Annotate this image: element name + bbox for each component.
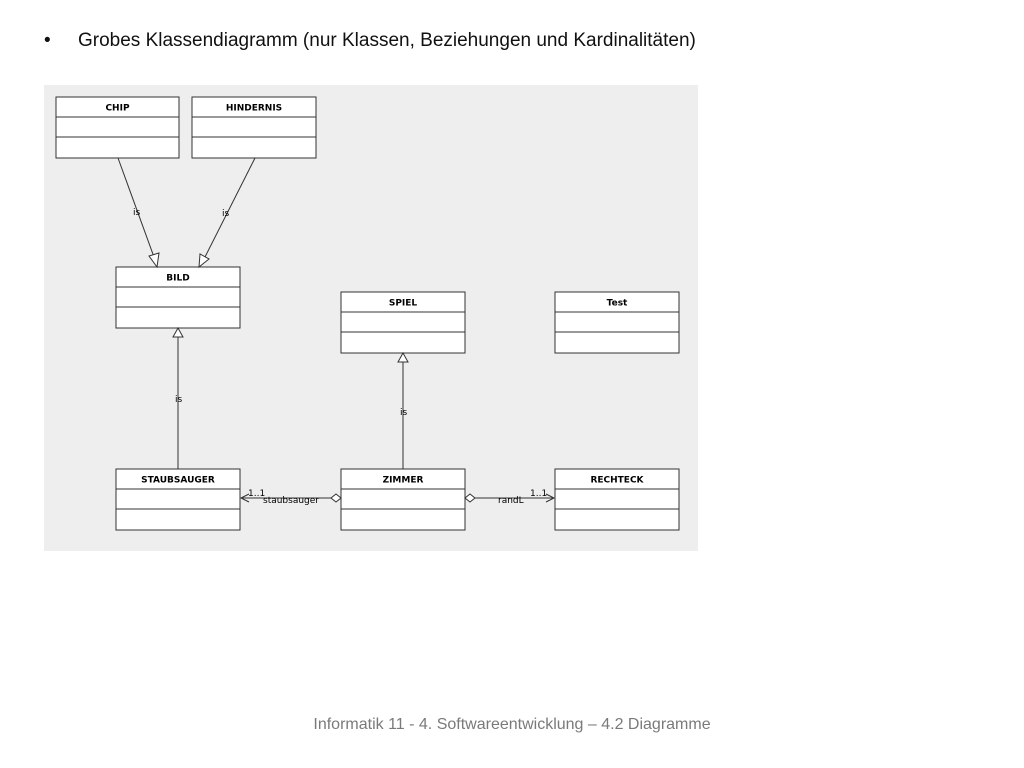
slide-footer: Informatik 11 - 4. Softwareentwicklung –… [313, 716, 711, 733]
class-rechteck: RECHTECK [554, 468, 680, 531]
class-hindernis: HINDERNIS [191, 96, 317, 159]
role-staubsauger: staubsauger [263, 496, 319, 506]
relation-staubsauger-bild: is [172, 326, 184, 469]
class-test: Test [554, 291, 680, 354]
class-name-staubsauger: STAUBSAUGER [141, 476, 215, 486]
class-name-chip: CHIP [105, 104, 129, 114]
relation-chip-bild: is [117, 157, 160, 269]
class-name-spiel: SPIEL [389, 299, 418, 309]
relation-label-chip-bild: is [133, 208, 141, 218]
relation-zimmer-spiel: is [397, 351, 409, 469]
relation-label-zimmer-spiel: is [400, 408, 408, 418]
relation-label-staubsauger-bild: is [175, 395, 183, 405]
class-staubsauger: STAUBSAUGER [115, 468, 241, 531]
role-randl: randL [498, 496, 524, 506]
class-zimmer: ZIMMER [340, 468, 466, 531]
class-name-hindernis: HINDERNIS [226, 104, 282, 114]
slide-heading: • Grobes Klassendiagramm (nur Klassen, Be… [44, 30, 696, 52]
multiplicity-staubsauger: 1..1 [248, 489, 265, 499]
class-diagram: CHIP HINDERNIS BILD SPIEL Test STAUBSAUG… [44, 85, 698, 551]
class-name-rechteck: RECHTECK [590, 476, 644, 486]
relation-zimmer-rechteck: 1..1 randL [464, 489, 556, 506]
class-name-zimmer: ZIMMER [383, 476, 424, 486]
relation-zimmer-staubsauger: 1..1 staubsauger [239, 489, 342, 506]
relation-label-hindernis-bild: is [222, 209, 230, 219]
heading-text: Grobes Klassendiagramm (nur Klassen, Bez… [78, 30, 696, 51]
relation-hindernis-bild: is [198, 157, 256, 269]
bullet-icon: • [44, 30, 51, 51]
class-chip: CHIP [55, 96, 180, 159]
class-name-bild: BILD [166, 274, 189, 284]
class-bild: BILD [115, 266, 241, 329]
class-name-test: Test [607, 299, 628, 309]
multiplicity-rechteck: 1..1 [530, 489, 547, 499]
class-spiel: SPIEL [340, 291, 466, 354]
